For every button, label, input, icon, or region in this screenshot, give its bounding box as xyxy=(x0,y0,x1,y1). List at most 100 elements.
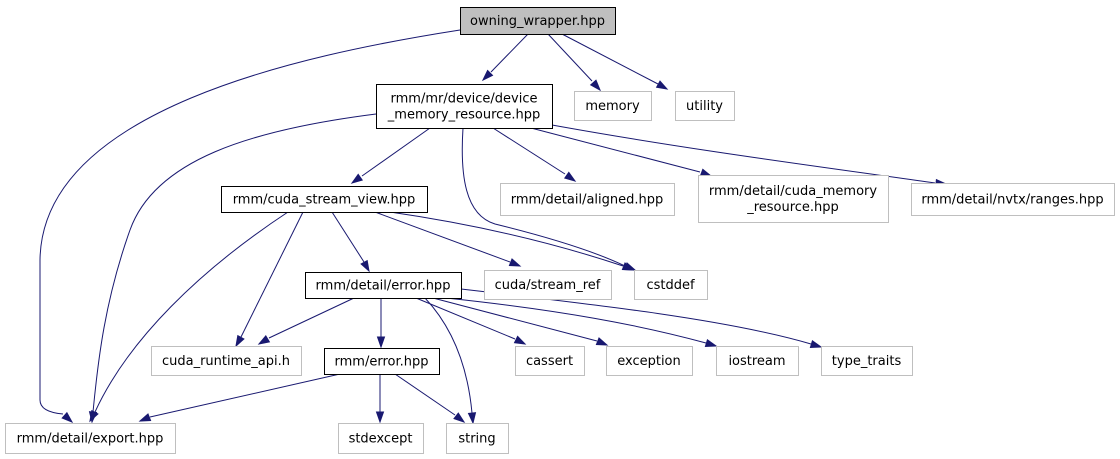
edge-detail_error-to-exception xyxy=(432,297,609,346)
edge-device_memory_resource-to-cuda_memory_resource xyxy=(530,127,713,177)
edge-line xyxy=(424,297,473,414)
edge-arrowhead xyxy=(138,413,152,422)
node-label: rmm/detail/export.hpp xyxy=(17,432,164,447)
edge-line xyxy=(94,211,289,413)
edge-device_memory_resource-to-cuda_stream_view xyxy=(350,127,431,184)
edge-cuda_stream_view-to-stream_ref xyxy=(374,211,522,267)
edge-detail_error-to-iostream xyxy=(445,297,718,348)
edge-detail_error-to-string xyxy=(424,297,477,425)
node-utility: utility xyxy=(675,91,735,121)
node-string: string xyxy=(446,423,509,454)
node-box xyxy=(460,7,616,35)
edge-detail_error-to-cassert xyxy=(415,297,527,345)
node-stdexcept: stdexcept xyxy=(338,423,424,454)
edge-arrowhead xyxy=(453,412,466,423)
node-box xyxy=(151,346,302,376)
edge-line xyxy=(361,127,431,177)
edge-cuda_stream_view-to-cstddef xyxy=(389,211,635,271)
edge-detail_error-to-rmm_error xyxy=(376,298,386,349)
node-box xyxy=(821,346,913,376)
edge-line xyxy=(551,124,936,184)
node-rmm-error[interactable]: rmm/error.hpp xyxy=(324,348,440,375)
edge-arrowhead xyxy=(621,262,635,271)
node-export: rmm/detail/export.hpp xyxy=(5,423,176,454)
node-label: rmm/detail/nvtx/ranges.hpp xyxy=(921,193,1103,208)
node-device-memory-resource[interactable]: rmm/mr/device/device_memory_resource.hpp xyxy=(376,84,553,129)
node-iostream: iostream xyxy=(716,346,799,376)
node-label: exception xyxy=(617,354,681,369)
edge-arrowhead xyxy=(595,337,609,346)
edge-line xyxy=(561,33,659,85)
edge-detail_error-to-cuda_runtime_api xyxy=(257,297,355,345)
node-label: memory xyxy=(585,99,640,114)
edge-cuda_stream_view-to-detail_error xyxy=(331,211,370,273)
edge-arrowhead xyxy=(61,411,74,423)
edge-arrowhead xyxy=(360,259,370,273)
node-box xyxy=(911,183,1115,216)
node-nvtx-ranges: rmm/detail/nvtx/ranges.hpp xyxy=(911,183,1115,216)
edge-line xyxy=(461,127,626,267)
node-detail-error[interactable]: rmm/detail/error.hpp xyxy=(305,272,462,299)
edge-line xyxy=(445,297,707,344)
edge-arrowhead xyxy=(704,338,718,348)
edge-arrowhead xyxy=(467,412,477,425)
edge-arrowhead xyxy=(375,411,385,424)
node-label: rmm/detail/error.hpp xyxy=(316,279,451,294)
edge-line xyxy=(530,127,701,173)
edge-line xyxy=(415,297,516,340)
edge-line xyxy=(268,297,355,339)
node-box xyxy=(500,183,675,216)
node-box xyxy=(446,423,509,454)
node-box xyxy=(484,270,612,300)
edge-line xyxy=(492,127,566,175)
node-box xyxy=(5,423,176,454)
node-box xyxy=(634,270,708,300)
node-box xyxy=(515,346,585,376)
edge-arrowhead xyxy=(235,334,245,348)
node-stream-ref: cuda/stream_ref xyxy=(484,270,612,300)
edge-owning_wrapper-to-device_memory_resource xyxy=(481,33,529,82)
node-label: rmm/detail/cuda_memory xyxy=(709,184,877,199)
node-box xyxy=(324,348,440,375)
edge-line xyxy=(331,211,365,263)
node-box xyxy=(338,423,424,454)
node-label: cstddef xyxy=(646,278,695,293)
node-exception: exception xyxy=(606,346,693,376)
node-label: type_traits xyxy=(832,354,902,369)
node-label: cuda/stream_ref xyxy=(495,278,601,293)
node-label: _memory_resource.hpp xyxy=(387,108,540,123)
edge-arrowhead xyxy=(655,80,669,90)
node-cuda-runtime-api: cuda_runtime_api.h xyxy=(151,346,302,376)
node-label: rmm/cuda_stream_view.hpp xyxy=(233,193,416,208)
node-label: owning_wrapper.hpp xyxy=(470,14,605,29)
node-cuda-memory-resource: rmm/detail/cuda_memory_resource.hpp xyxy=(698,175,889,223)
edge-rmm_error-to-export xyxy=(138,373,341,422)
edge-arrowhead xyxy=(513,335,527,345)
node-owning-wrapper[interactable]: owning_wrapper.hpp xyxy=(460,7,616,35)
edge-line xyxy=(149,373,341,418)
edge-owning_wrapper-to-utility xyxy=(561,33,669,90)
node-box xyxy=(305,272,462,299)
edge-arrowhead xyxy=(376,336,386,349)
edge-arrowhead xyxy=(809,339,823,349)
edge-line xyxy=(240,211,304,338)
node-cuda-stream-view[interactable]: rmm/cuda_stream_view.hpp xyxy=(221,186,428,213)
node-box xyxy=(606,346,693,376)
node-cassert: cassert xyxy=(515,346,585,376)
node-label: utility xyxy=(686,99,723,114)
node-box xyxy=(574,91,652,121)
edge-line xyxy=(389,211,624,267)
edge-line xyxy=(490,33,529,73)
edge-cuda_stream_view-to-cuda_runtime_api xyxy=(235,211,304,348)
edge-line xyxy=(39,29,461,415)
node-box xyxy=(376,84,553,129)
node-box xyxy=(675,91,735,121)
edge-arrowhead xyxy=(350,173,364,184)
node-label: cassert xyxy=(526,354,573,369)
edge-line xyxy=(432,297,598,342)
edge-arrowhead xyxy=(699,168,713,177)
edge-owning_wrapper-to-export xyxy=(39,29,461,423)
node-type-traits: type_traits xyxy=(821,346,913,376)
edge-arrowhead xyxy=(89,409,99,423)
node-box xyxy=(221,186,428,213)
